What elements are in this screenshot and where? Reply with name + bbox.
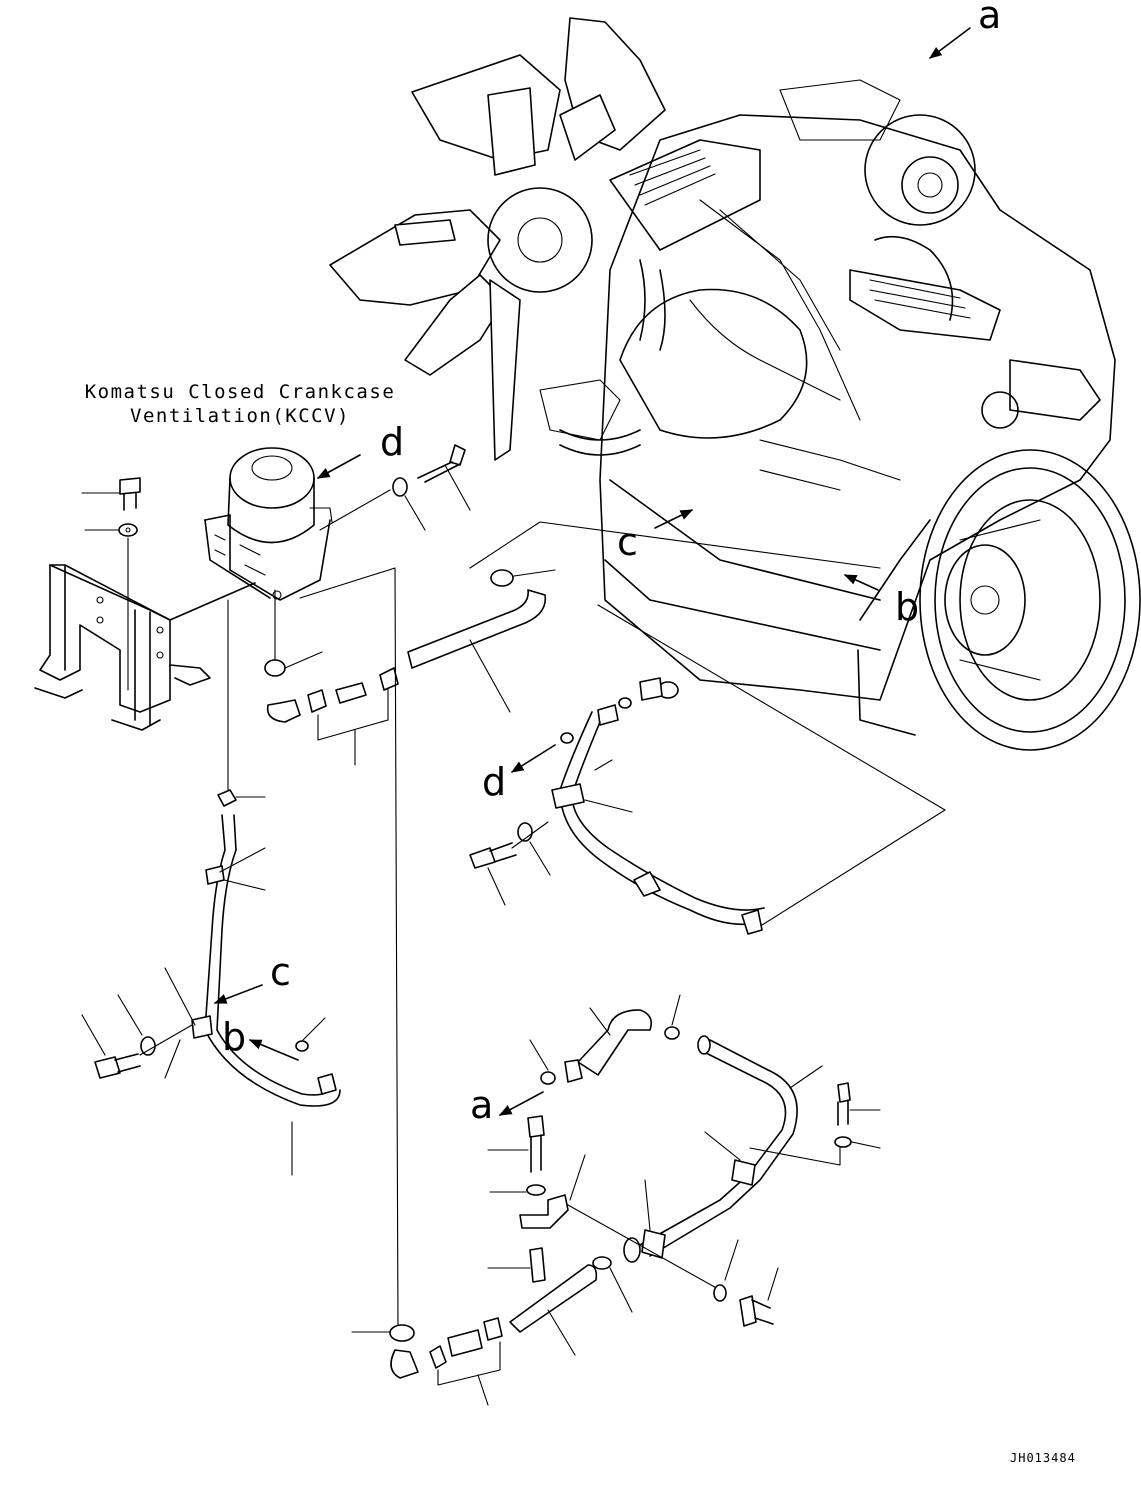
kccv-title-line2: Ventilation(KCCV) [130,405,350,427]
view-ref-c-engine: c [617,520,638,564]
kccv-side-bolt [319,444,471,531]
cooling-fan [329,17,666,461]
inlet-tube-assembly [351,994,881,1406]
view-ref-d-pipe: d [482,760,506,804]
kccv-mount-bolt [81,477,141,691]
kccv-unit [204,447,333,601]
view-ref-a-bottom: a [470,1083,493,1127]
view-ref-b-engine: b [895,585,919,629]
view-ref-a-top: a [978,0,1001,37]
engine-block [539,79,1116,701]
view-arrows [213,27,971,1116]
kccv-return-hose [407,569,556,713]
flywheel-housing [857,449,1141,751]
view-ref-c-hose: c [270,950,291,994]
kccv-outlet-hose [264,589,399,766]
drawing-code: JH013484 [1010,1451,1076,1465]
leader-lines [227,521,946,1331]
kccv-bracket [34,564,256,731]
breather-pipe [469,677,765,935]
view-letters: a d c b d c b a [222,0,1001,1127]
engine-assembly [329,17,1141,751]
drain-hose-assembly [81,789,341,1176]
view-ref-d-kccv: d [380,420,404,464]
view-ref-b-hose: b [222,1015,246,1059]
kccv-title-line1: Komatsu Closed Crankcase [85,381,396,403]
